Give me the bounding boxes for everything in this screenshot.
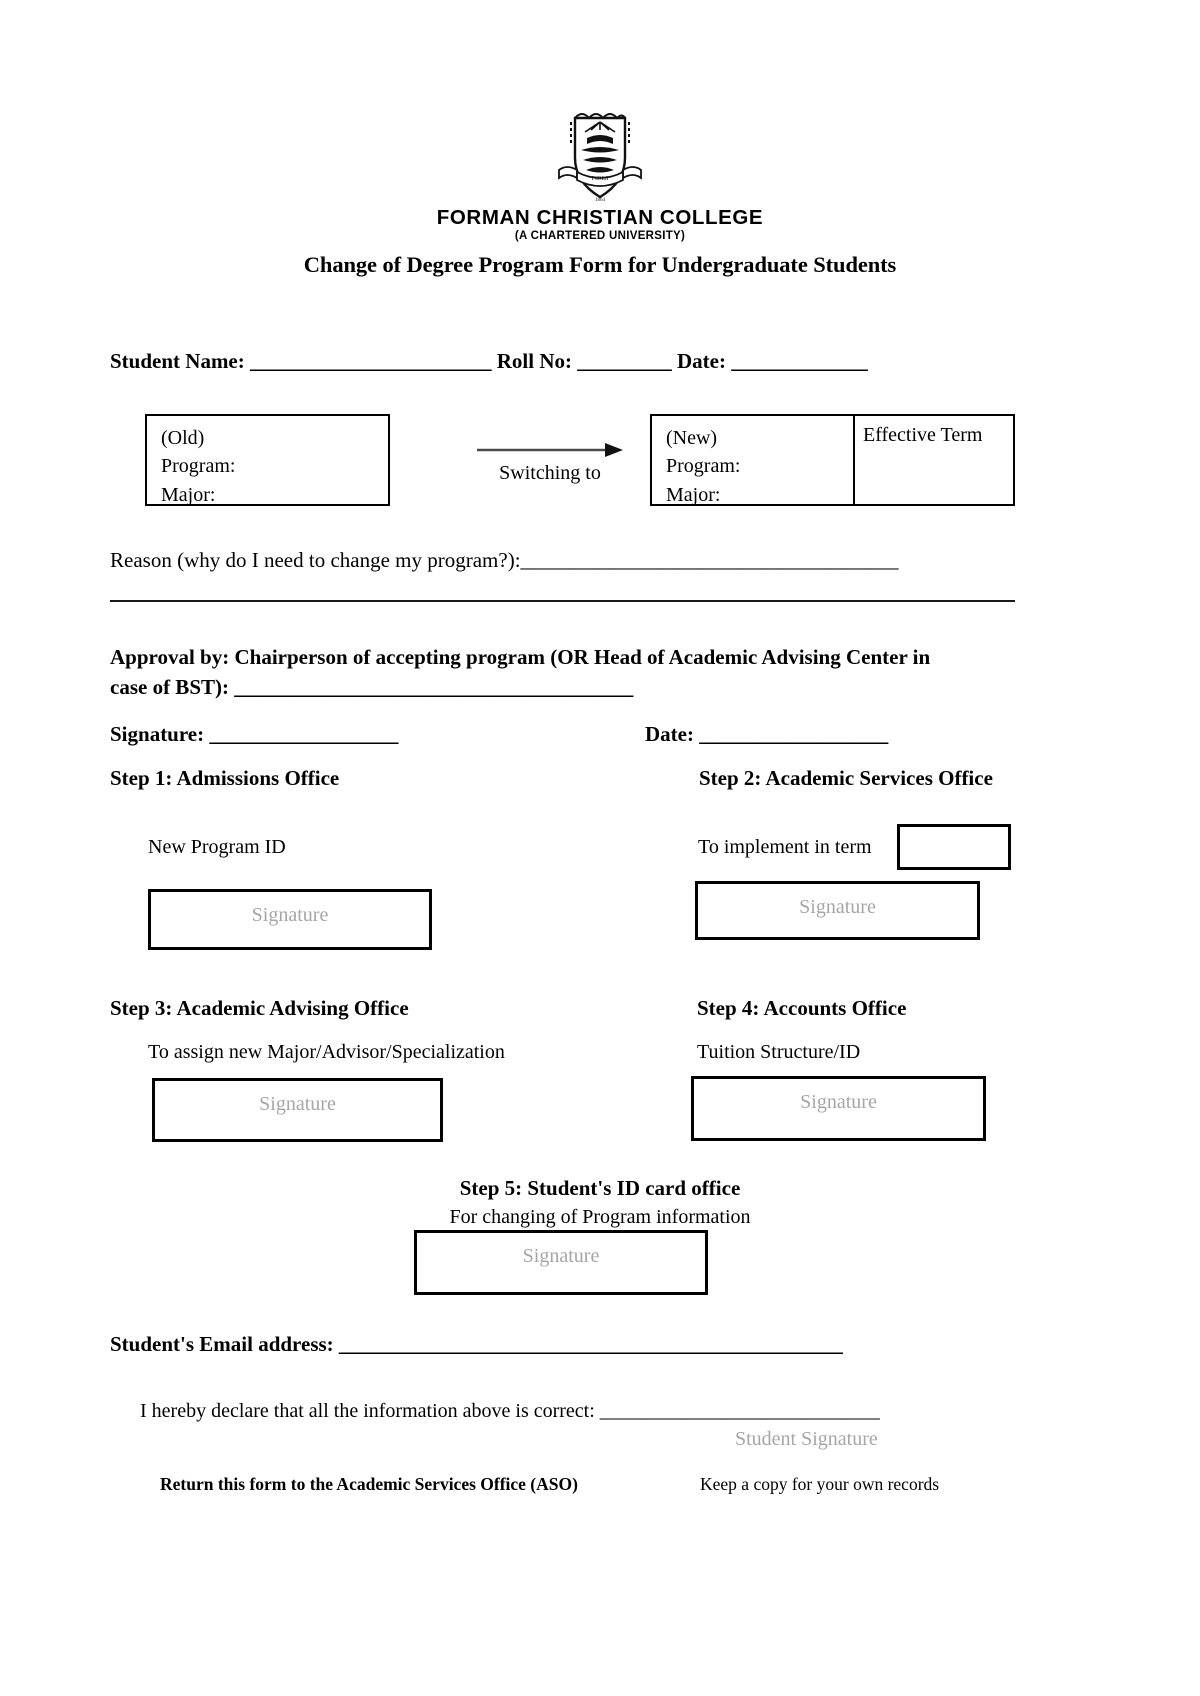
- new-program-label: Program:: [666, 455, 741, 478]
- roll-no-field[interactable]: _________: [577, 349, 672, 373]
- date-field[interactable]: _____________: [731, 349, 868, 373]
- college-crest-icon: FIDES 1864: [558, 113, 642, 203]
- switching-indicator: Switching to: [470, 440, 630, 485]
- step-5-heading: Step 5: Student's ID card office: [459, 1176, 741, 1200]
- roll-no-label: Roll No:: [496, 349, 572, 373]
- student-name-label: Student Name:: [110, 349, 245, 373]
- step-2-signature-placeholder: Signature: [799, 896, 876, 918]
- declaration-signature-field[interactable]: ____________________________: [599, 1400, 880, 1422]
- approval-date-label: Date:: [645, 722, 694, 746]
- return-instruction: Return this form to the Academic Service…: [160, 1474, 578, 1494]
- old-major-label: Major:: [161, 483, 216, 506]
- student-email-field[interactable]: ________________________________________…: [338, 1332, 843, 1356]
- svg-text:1864: 1864: [595, 198, 606, 203]
- step-4-signature-placeholder: Signature: [800, 1091, 877, 1113]
- step-2-signature-box[interactable]: Signature: [695, 881, 980, 940]
- document-title: Change of Degree Program Form for Underg…: [303, 251, 897, 277]
- approval-signature-field[interactable]: __________________: [209, 722, 399, 746]
- new-program-box[interactable]: (New) Program: Major: Effective Term: [650, 414, 1015, 506]
- approval-signature-label: Signature:: [110, 722, 205, 746]
- student-email-label: Student's Email address:: [110, 1332, 334, 1356]
- step-1-heading: Step 1: Admissions Office: [110, 766, 340, 790]
- switching-to-label: Switching to: [499, 462, 601, 484]
- new-major-label: Major:: [666, 483, 721, 506]
- effective-term-label: Effective Term: [863, 424, 983, 446]
- student-signature-placeholder: Student Signature: [735, 1428, 878, 1450]
- new-program-heading: (New): [666, 427, 718, 449]
- step-2-sub-label: To implement in term: [698, 836, 872, 858]
- student-name-field[interactable]: _______________________: [250, 349, 492, 373]
- student-email-line: Student's Email address: _______________…: [110, 1332, 1100, 1357]
- approval-text-line-1: Approval by: Chairperson of accepting pr…: [110, 645, 931, 669]
- step-1-signature-placeholder: Signature: [251, 904, 329, 926]
- approval-block: Approval by: Chairperson of accepting pr…: [110, 643, 1010, 703]
- declaration-line: I hereby declare that all the informatio…: [140, 1400, 1130, 1423]
- approval-date-group: Date: __________________: [645, 722, 888, 747]
- college-subtitle: (A CHARTERED UNIVERSITY): [514, 229, 686, 242]
- step-4-sub-label: Tuition Structure/ID: [697, 1041, 861, 1063]
- svg-text:FIDES: FIDES: [592, 176, 609, 182]
- step-5-sub-label: For changing of Program information: [449, 1206, 751, 1228]
- step-3-heading: Step 3: Academic Advising Office: [110, 996, 409, 1020]
- step-1-signature-box[interactable]: Signature: [148, 889, 432, 950]
- implement-in-term-input[interactable]: [897, 824, 1011, 870]
- step-5-signature-placeholder: Signature: [522, 1245, 600, 1267]
- approval-date-field[interactable]: __________________: [699, 722, 889, 746]
- old-program-box[interactable]: (Old) Program: Major:: [145, 414, 390, 506]
- old-program-label: Program:: [161, 455, 236, 478]
- step-5-signature-box[interactable]: Signature: [414, 1230, 708, 1295]
- approval-text-line-2[interactable]: case of BST): __________________________…: [110, 674, 634, 699]
- step-1-sub-label: New Program ID: [148, 836, 286, 858]
- college-name: FORMAN CHRISTIAN COLLEGE: [436, 206, 764, 229]
- step-2-heading: Step 2: Academic Services Office: [699, 766, 993, 790]
- reason-second-rule[interactable]: [110, 600, 1015, 602]
- step-3-signature-box[interactable]: Signature: [152, 1078, 443, 1142]
- reason-field[interactable]: ____________________________________: [520, 548, 899, 572]
- date-label: Date:: [677, 349, 726, 373]
- step-4-heading: Step 4: Accounts Office: [697, 996, 907, 1020]
- student-identity-line: Student Name: _______________________ Ro…: [110, 349, 1090, 374]
- old-program-heading: (Old): [161, 427, 205, 449]
- approval-signature-date-line: Signature: __________________ Date: ____…: [110, 722, 1010, 747]
- step-3-sub-label: To assign new Major/Advisor/Specializati…: [148, 1041, 505, 1063]
- step-3-signature-placeholder: Signature: [259, 1093, 336, 1115]
- reason-line: Reason (why do I need to change my progr…: [110, 548, 1100, 573]
- effective-term-cell[interactable]: Effective Term: [855, 416, 1013, 504]
- keep-copy-instruction: Keep a copy for your own records: [700, 1474, 940, 1494]
- reason-label: Reason (why do I need to change my progr…: [110, 548, 521, 572]
- new-program-cell[interactable]: (New) Program: Major:: [652, 416, 855, 506]
- arrow-right-icon: [477, 443, 623, 457]
- step-4-signature-box[interactable]: Signature: [691, 1076, 986, 1141]
- declaration-label: I hereby declare that all the informatio…: [140, 1400, 595, 1422]
- document-header: FIDES 1864 FORMAN CHRISTIAN COLLEGE (A C…: [0, 100, 1200, 278]
